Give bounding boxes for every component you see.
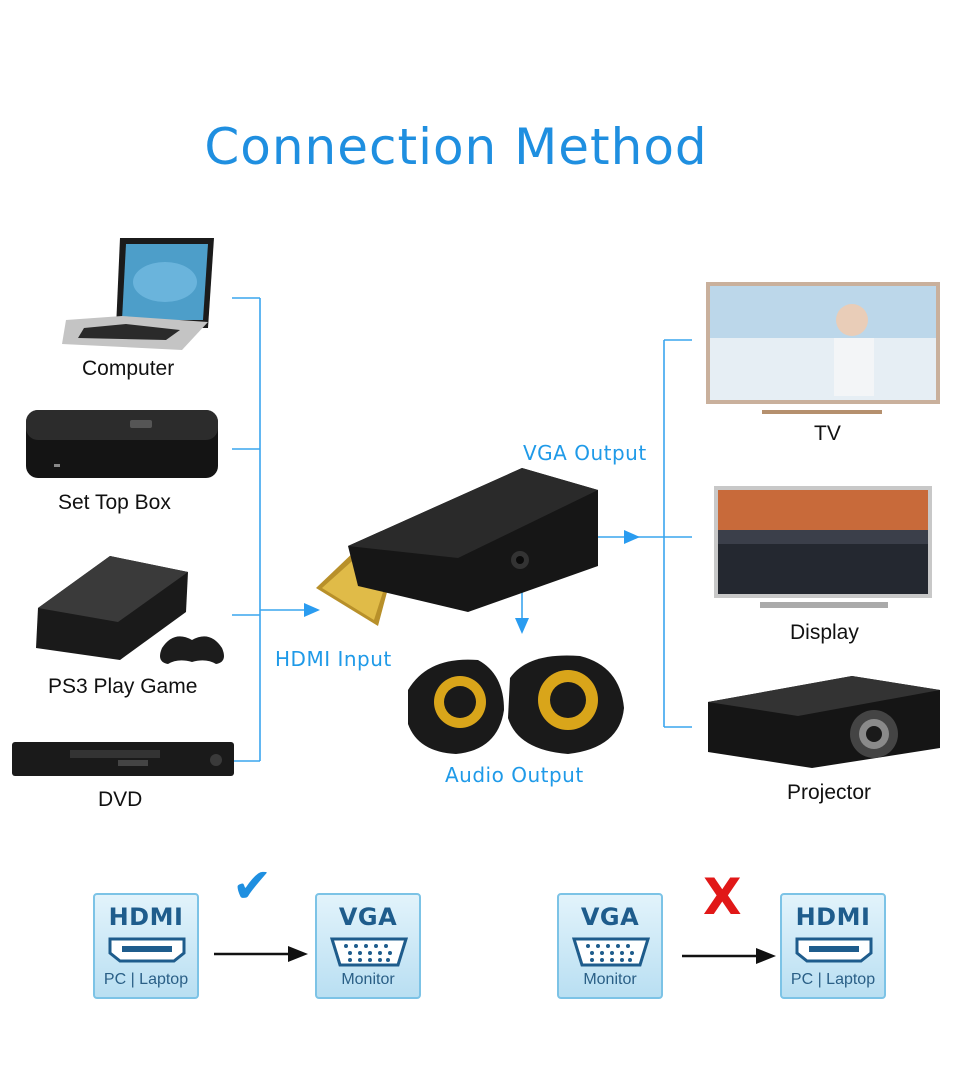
hdmi-source-box: HDMI PC | Laptop — [93, 893, 199, 999]
source-label-dvd: DVD — [98, 788, 143, 811]
output-label-display: Display — [790, 621, 859, 644]
source-label-set-top-box: Set Top Box — [58, 491, 171, 514]
output-label-projector: Projector — [787, 781, 872, 804]
box-title: HDMI — [795, 903, 871, 931]
box-subtitle: Monitor — [583, 971, 637, 988]
vga-port-icon — [330, 937, 408, 967]
arrow-right-icon — [682, 948, 776, 964]
box-title: HDMI — [108, 903, 184, 931]
hdmi-to-vga-adapter-illustration — [316, 468, 598, 626]
vga-target-box: VGA Monitor — [315, 893, 421, 999]
cross-mark-icon: X — [703, 868, 742, 926]
set-top-box-illustration — [26, 410, 218, 478]
vga-source-box: VGA Monitor — [557, 893, 663, 999]
laptop-illustration — [62, 238, 214, 350]
hdmi-port-icon — [795, 937, 873, 963]
hdmi-input-label: HDMI Input — [275, 647, 392, 671]
output-label-tv: TV — [814, 422, 841, 445]
check-mark-icon: ✔ — [232, 858, 273, 914]
audio-output-label: Audio Output — [445, 763, 584, 787]
arrow-right-icon — [214, 946, 308, 962]
tv-illustration — [706, 282, 940, 414]
source-label-computer: Computer — [82, 357, 175, 380]
display-illustration — [714, 486, 932, 608]
box-title: VGA — [338, 903, 398, 931]
dvd-player-illustration — [12, 742, 234, 776]
vga-output-label: VGA Output — [523, 441, 647, 465]
ps3-illustration — [36, 556, 224, 664]
source-label-ps3: PS3 Play Game — [48, 675, 198, 698]
hdmi-port-icon — [108, 937, 186, 963]
box-subtitle: PC | Laptop — [103, 971, 189, 988]
speakers-illustration — [408, 655, 624, 754]
page-title: Connection Method — [204, 118, 708, 176]
box-title: VGA — [580, 903, 640, 931]
vga-port-icon — [572, 937, 650, 967]
hdmi-target-box: HDMI PC | Laptop — [780, 893, 886, 999]
box-subtitle: Monitor — [341, 971, 395, 988]
projector-illustration — [708, 676, 940, 768]
box-subtitle: PC | Laptop — [790, 971, 876, 988]
